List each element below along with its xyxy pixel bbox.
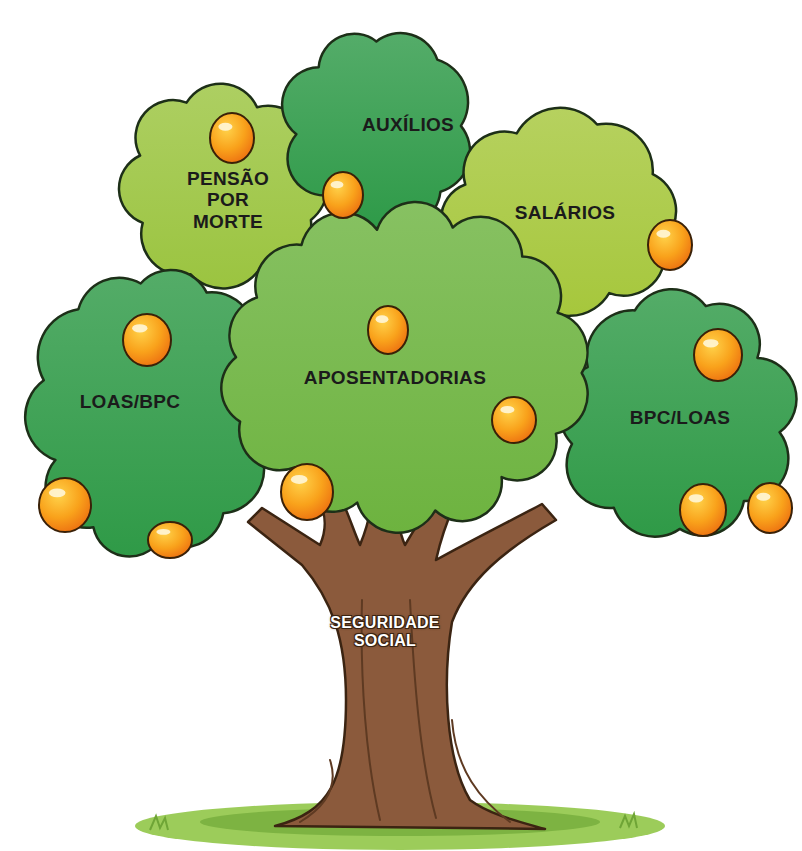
trunk-shape	[248, 476, 556, 829]
canopy-shape	[559, 289, 796, 537]
canopy-lobe: APOSENTADORIAS	[215, 205, 595, 525]
branch-label: LOAS/BPC	[80, 391, 181, 412]
branch-label: AUXÍLIOS	[362, 114, 454, 135]
canopy-shape	[282, 33, 470, 230]
branch-label: PENSÃO POR MORTE	[178, 168, 278, 232]
trunk-label: SEGURIDADE SOCIAL	[320, 614, 450, 650]
branch-label: APOSENTADORIAS	[304, 367, 486, 388]
canopy-outline	[215, 205, 595, 525]
bark-line	[300, 760, 333, 822]
bark-line	[452, 720, 510, 822]
canopy-shape	[221, 202, 587, 533]
branch-label: BPC/LOAS	[630, 407, 731, 428]
canopy-lobe: BPC/LOAS	[555, 285, 795, 550]
branch-label: SALÁRIOS	[515, 202, 616, 223]
